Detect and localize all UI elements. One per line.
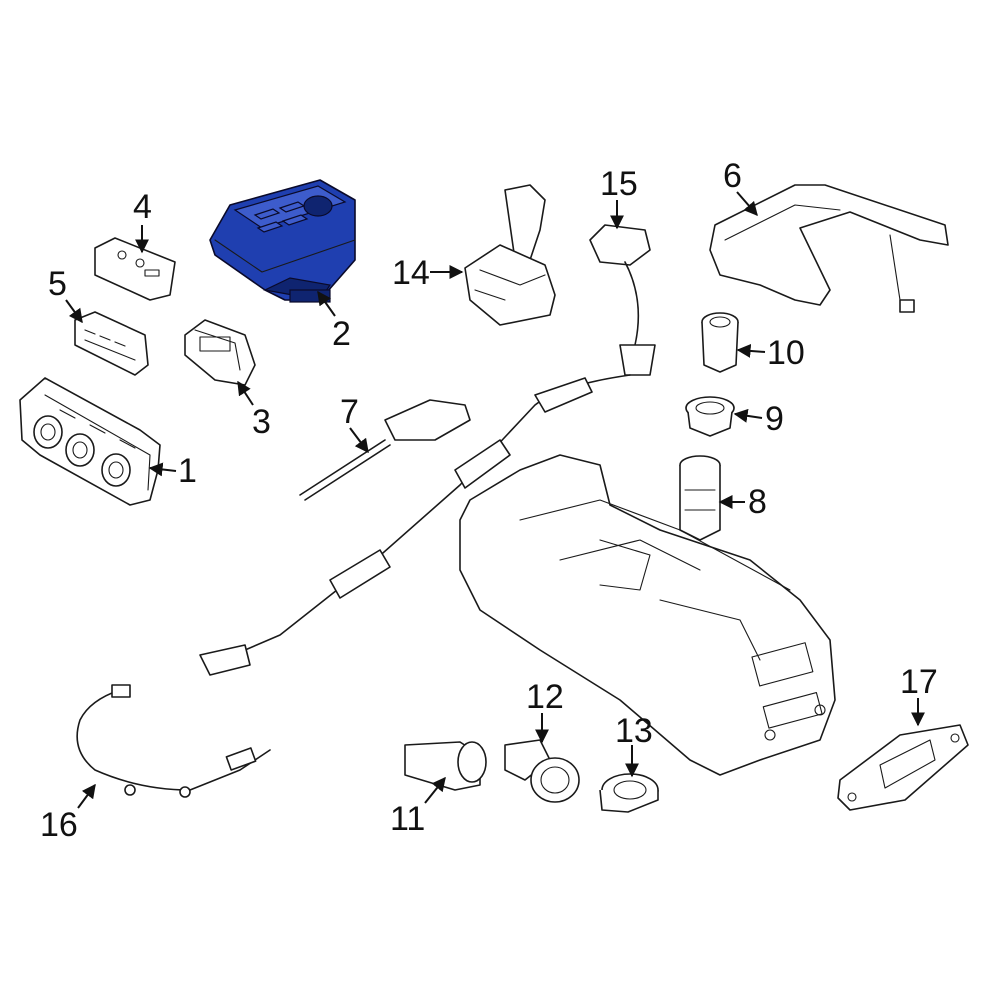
part-4-window-switch[interactable]: [94, 237, 176, 301]
part-16-wiring-harness[interactable]: [76, 684, 271, 798]
part-1-climate-control-panel[interactable]: [19, 377, 161, 506]
callout-14: 14: [392, 254, 430, 292]
part-14-gear-shifter[interactable]: [464, 184, 556, 326]
callout-9: 9: [765, 400, 784, 438]
shift-cable: [199, 374, 631, 676]
callout-13: 13: [615, 712, 653, 750]
part-8-power-socket[interactable]: [679, 455, 721, 541]
part-15-cable-bracket[interactable]: [589, 224, 656, 376]
part-17-rear-switch-panel[interactable]: [837, 724, 969, 811]
callout-4: 4: [133, 188, 152, 226]
callout-10: 10: [767, 334, 805, 372]
part-13-cap[interactable]: [599, 773, 659, 813]
callout-15: 15: [600, 165, 638, 203]
callout-3: 3: [252, 403, 271, 441]
part-7-release-cable[interactable]: [299, 399, 471, 501]
callout-16: 16: [40, 806, 78, 844]
callout-1: 1: [178, 452, 197, 490]
callout-5: 5: [48, 265, 67, 303]
callout-numbers: 1 2 3 4 5 6 7 8 9 10 11 12 13 14 15 16 1…: [40, 157, 938, 844]
callout-6: 6: [723, 157, 742, 195]
part-10-socket[interactable]: [701, 312, 739, 373]
center-console: [459, 454, 836, 776]
part-11-usb-socket[interactable]: [404, 741, 487, 791]
callout-12: 12: [526, 678, 564, 716]
callout-8: 8: [748, 483, 767, 521]
part-9-socket-ring[interactable]: [685, 396, 735, 437]
callout-arrows: [65, 191, 925, 809]
part-3-switch-assembly[interactable]: [184, 319, 256, 386]
callout-17: 17: [900, 663, 938, 701]
part-2-shifter-control-module[interactable]: [209, 179, 356, 303]
part-12-socket-housing[interactable]: [504, 739, 580, 803]
callout-7: 7: [340, 393, 359, 431]
part-6-console-bracket[interactable]: [709, 184, 949, 313]
part-5-switch-bezel[interactable]: [74, 311, 149, 376]
callout-11: 11: [390, 800, 425, 838]
callout-2: 2: [332, 315, 351, 353]
